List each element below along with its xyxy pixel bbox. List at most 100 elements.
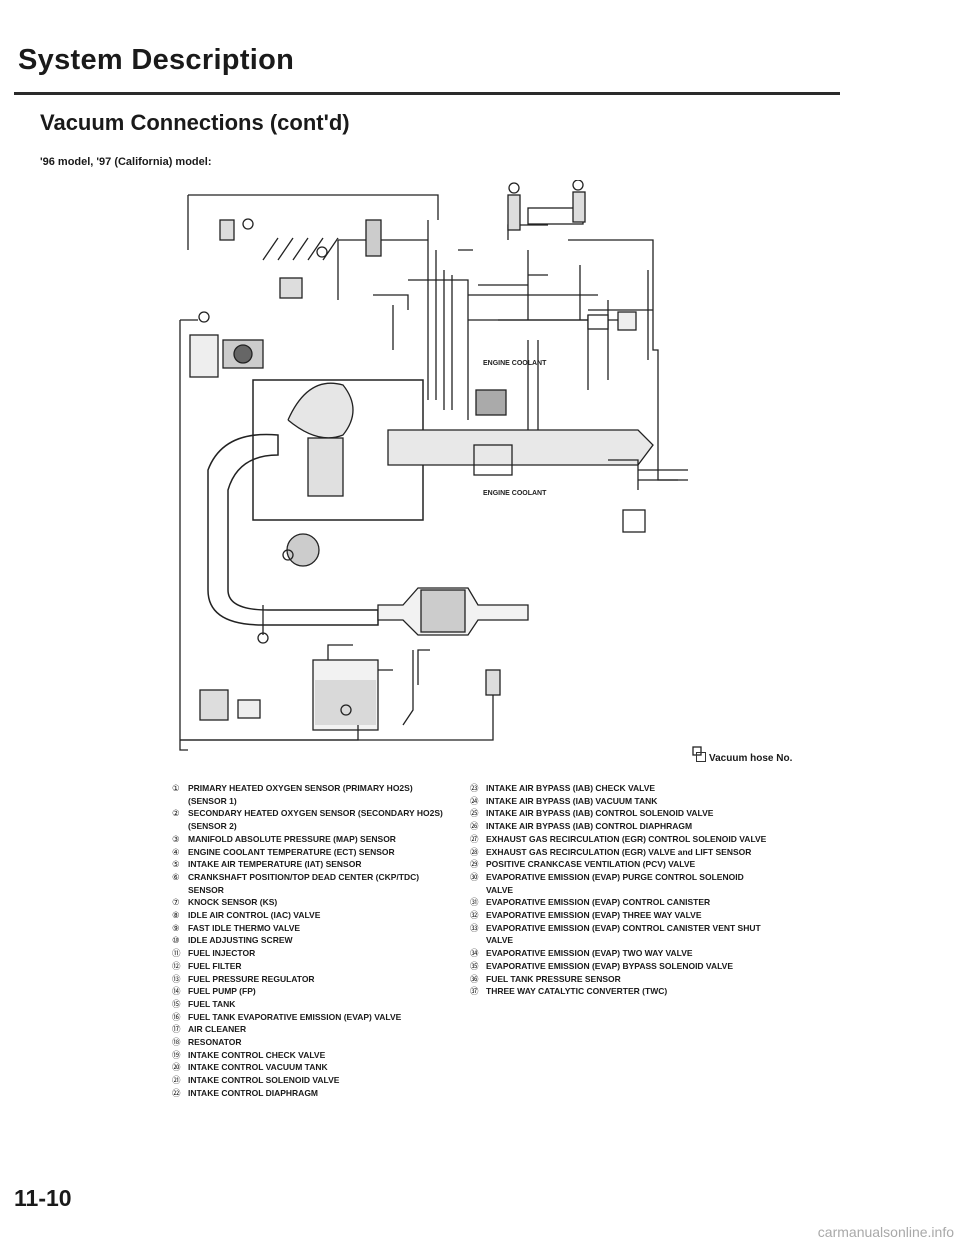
item-number: ㉟ <box>470 960 479 971</box>
item-label: INTAKE CONTROL SOLENOID VALVE <box>188 1075 340 1086</box>
list-item: ⑯ FUEL TANK EVAPORATIVE EMISSION (EVAP) V… <box>172 1011 444 1024</box>
parts-list-right: ㉓ INTAKE AIR BYPASS (IAB) CHECK VALVE ㉔ IN… <box>470 782 770 998</box>
list-item: ㉒ INTAKE CONTROL DIAPHRAGM <box>172 1087 444 1100</box>
list-item: ⑪ FUEL INJECTOR <box>172 947 444 960</box>
item-number: ㉓ <box>470 783 479 793</box>
hose-top-connect <box>337 224 548 320</box>
item-label: FUEL PRESSURE REGULATOR <box>188 973 315 984</box>
item-number: ⑪ <box>172 948 181 959</box>
item-number: ⑭ <box>172 986 181 997</box>
item-label: INTAKE AIR BYPASS (IAB) CONTROL DIAPHRAG… <box>486 821 693 832</box>
item-label: FUEL TANK EVAPORATIVE EMISSION (EVAP) VA… <box>188 1011 402 1022</box>
section-subtitle: '96 model, '97 (California) model: <box>40 156 212 168</box>
evap-bypass-solenoid <box>617 311 637 331</box>
item-label: THREE WAY CATALYTIC CONVERTER (TWC) <box>486 986 668 997</box>
item-label: EXHAUST GAS RECIRCULATION (EGR) VALVE an… <box>486 846 752 857</box>
item-label: EVAPORATIVE EMISSION (EVAP) BYPASS SOLEN… <box>486 960 734 971</box>
vacuum-connections-diagram: ENGINE COOLANT ENGINE COOLANT <box>179 180 702 756</box>
engine-coolant-label-1: ENGINE COOLANT <box>483 360 547 367</box>
item-label: FUEL FILTER <box>188 960 242 971</box>
list-item: ㉝ EVAPORATIVE EMISSION (EVAP) CONTROL CAN… <box>470 922 770 947</box>
item-label: EVAPORATIVE EMISSION (EVAP) THREE WAY VA… <box>486 910 702 921</box>
hose-tag-12 <box>587 314 609 330</box>
callout-3 <box>242 218 254 230</box>
list-item: ㉔ INTAKE AIR BYPASS (IAB) VACUUM TANK <box>470 795 770 808</box>
engine-coolant-label-2: ENGINE COOLANT <box>483 490 547 497</box>
air-cleaner-piston <box>307 437 344 497</box>
item-number: ⑲ <box>172 1049 181 1060</box>
item-label: FUEL INJECTOR <box>188 948 256 959</box>
item-number: ㉕ <box>470 808 479 819</box>
item-label: FUEL TANK <box>188 998 236 1009</box>
item-number: ⑱ <box>172 1037 181 1048</box>
engine-body <box>252 379 424 521</box>
item-number: ㉙ <box>470 859 479 870</box>
item-label: IDLE AIR CONTROL (IAC) VALVE <box>188 910 321 921</box>
item-label: INTAKE CONTROL DIAPHRAGM <box>188 1087 319 1098</box>
item-label: ENGINE COOLANT TEMPERATURE (ECT) SENSOR <box>188 846 395 857</box>
item-number: ⑫ <box>172 960 181 971</box>
header-rule <box>14 92 840 95</box>
item-number: ① <box>172 783 180 793</box>
vacuum-hose-legend: Vacuum hose No. <box>696 752 792 764</box>
thermostat-housing <box>473 444 513 476</box>
item-number: ⑧ <box>172 910 180 921</box>
item-number: ㉛ <box>470 897 479 908</box>
item-number: ⑬ <box>172 973 181 984</box>
item-label: INTAKE AIR BYPASS (IAB) CHECK VALVE <box>486 783 656 793</box>
fuel-tank-hoses <box>180 644 430 741</box>
item-label: PRIMARY HEATED OXYGEN SENSOR (PRIMARY HO… <box>188 783 413 806</box>
item-number: ⑨ <box>172 922 180 933</box>
item-label: EVAPORATIVE EMISSION (EVAP) CONTROL CANI… <box>486 922 761 946</box>
item-label: EVAPORATIVE EMISSION (EVAP) TWO WAY VALV… <box>486 948 693 959</box>
intake-duct <box>207 433 379 626</box>
item-number: ③ <box>172 833 180 844</box>
throttle-body <box>287 382 354 439</box>
map-sensor <box>219 219 235 241</box>
solenoid-valve-28 <box>279 277 303 299</box>
canister-solenoid-block <box>189 311 264 378</box>
item-label: EXHAUST GAS RECIRCULATION (EGR) CONTROL … <box>486 833 767 844</box>
item-label: MANIFOLD ABSOLUTE PRESSURE (MAP) SENSOR <box>188 833 396 844</box>
evap-two-way-valve <box>237 699 261 719</box>
legend-box <box>692 746 702 756</box>
section-title: Vacuum Connections (cont'd) <box>40 110 350 135</box>
item-label: RESONATOR <box>188 1037 242 1048</box>
item-label: SECONDARY HEATED OXYGEN SENSOR (SECONDAR… <box>188 808 443 832</box>
evap-control-canister <box>199 689 229 721</box>
item-label: FUEL TANK PRESSURE SENSOR <box>486 973 621 984</box>
list-item: ⑧ IDLE AIR CONTROL (IAC) VALVE <box>172 909 444 922</box>
item-label: INTAKE AIR BYPASS (IAB) VACUUM TANK <box>486 795 658 806</box>
list-item: ㊲ THREE WAY CATALYTIC CONVERTER (TWC) <box>470 985 770 998</box>
list-item: ① PRIMARY HEATED OXYGEN SENSOR (PRIMARY H… <box>172 782 444 807</box>
item-number: ㉔ <box>470 795 479 806</box>
callout-16 <box>340 704 352 716</box>
item-number: ㉒ <box>172 1087 181 1098</box>
item-number: ㉝ <box>470 922 479 933</box>
item-number: ⑦ <box>172 897 180 908</box>
item-number: ⑩ <box>172 935 180 946</box>
callout-1 <box>257 632 269 644</box>
hose-vertical-group <box>427 220 453 410</box>
list-item: ㉞ EVAPORATIVE EMISSION (EVAP) TWO WAY VAL… <box>470 947 770 960</box>
item-number: ㉞ <box>470 948 479 959</box>
item-number: ㊲ <box>470 986 479 997</box>
item-label: AIR CLEANER <box>188 1024 247 1035</box>
hose-right-lower <box>608 459 688 490</box>
item-label: INTAKE AIR TEMPERATURE (IAT) SENSOR <box>188 859 362 870</box>
fuel-tank-fill <box>315 680 376 725</box>
item-number: ⑯ <box>172 1011 181 1022</box>
parts-list-left: ① PRIMARY HEATED OXYGEN SENSOR (PRIMARY H… <box>172 782 444 1100</box>
hose-outer-frame <box>179 194 439 751</box>
